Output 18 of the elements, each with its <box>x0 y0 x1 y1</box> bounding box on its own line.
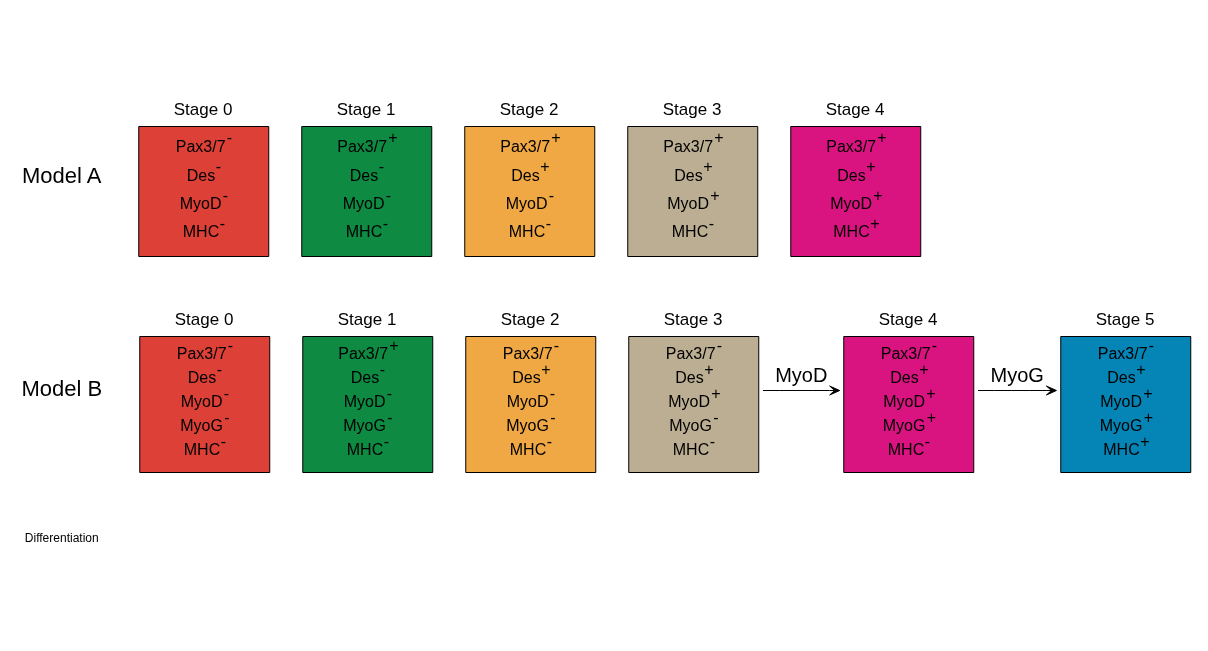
node-label: Stage 0 <box>173 99 233 119</box>
node-label: Stage 5 <box>1095 309 1155 329</box>
node-label: Stage 3 <box>662 99 722 119</box>
node-label: Stage 4 <box>878 309 938 329</box>
label: Model B <box>21 375 103 401</box>
arrow <box>762 385 841 395</box>
arrow <box>977 385 1057 395</box>
node-label: Stage 1 <box>337 309 397 329</box>
edge-label: MyoD <box>775 363 828 385</box>
node-label: Stage 0 <box>174 309 234 329</box>
label: Differentiation <box>24 530 99 545</box>
node-label: Stage 2 <box>499 99 559 119</box>
label: Model A <box>22 162 102 188</box>
node-label: Stage 1 <box>336 99 396 119</box>
node-label: Stage 2 <box>500 309 560 329</box>
node-label: Stage 4 <box>825 99 885 119</box>
edge-label: MyoG <box>990 363 1044 385</box>
node-label: Stage 3 <box>663 309 723 329</box>
